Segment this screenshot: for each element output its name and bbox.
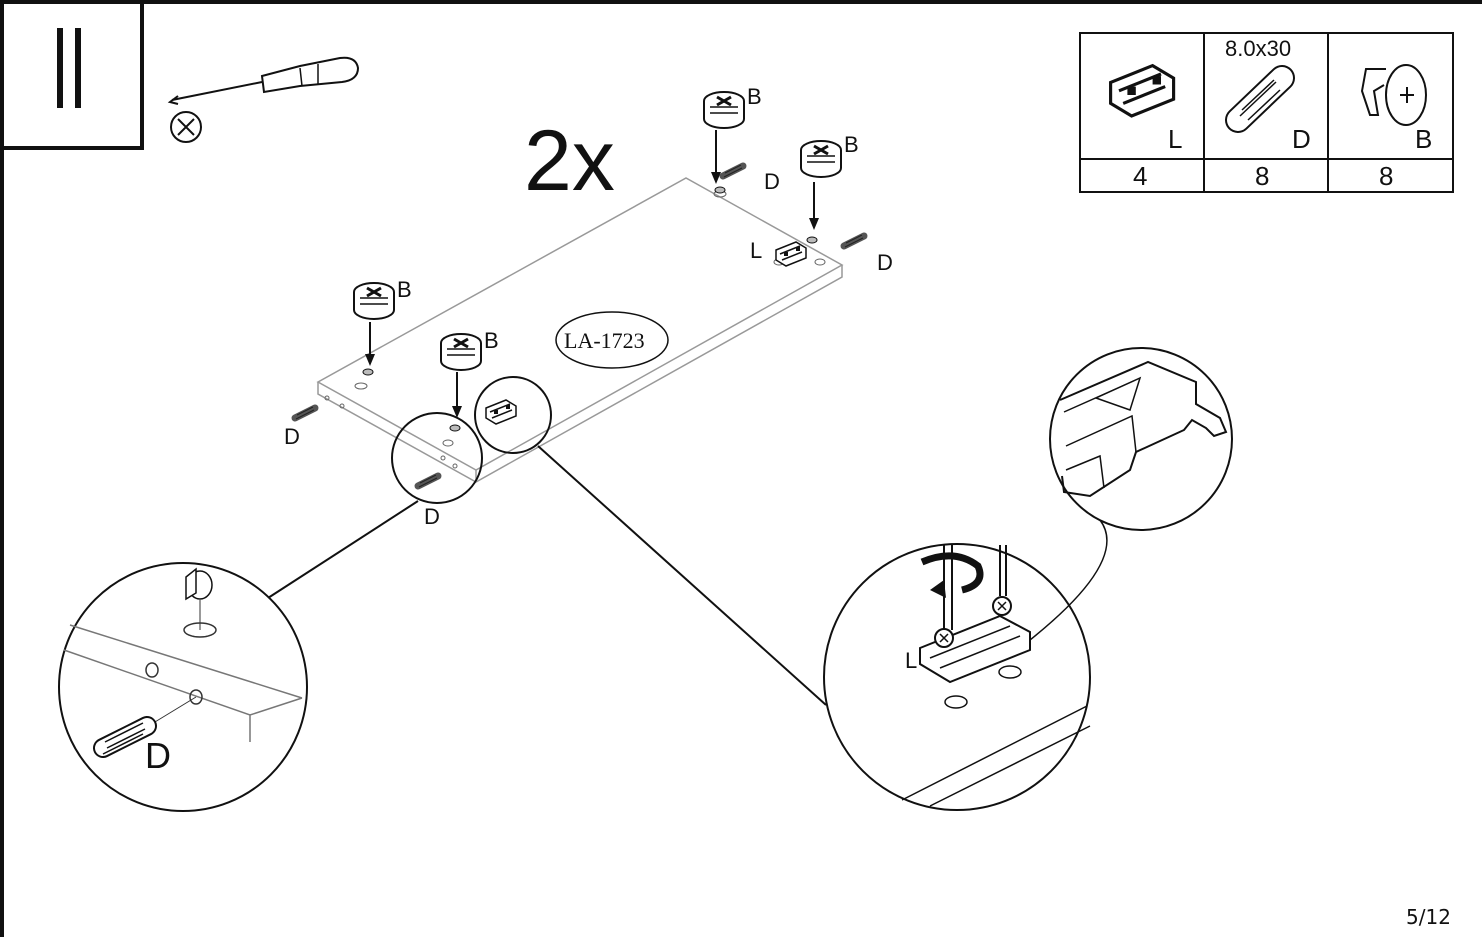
detail-label-d: D	[145, 735, 171, 776]
phillips-screwdriver-icon	[167, 56, 360, 143]
label-d-3: D	[284, 424, 300, 449]
label-d-1: D	[764, 169, 780, 194]
part-qty-d: 8	[1255, 161, 1269, 191]
step-number	[57, 28, 81, 108]
label-b-1: B	[747, 84, 762, 109]
cam-lock-4	[439, 332, 483, 432]
part-qty-b: 8	[1379, 161, 1393, 191]
dowel-2	[844, 235, 864, 247]
cam-lock-icon	[1360, 64, 1427, 126]
dowel-1	[723, 165, 743, 177]
label-b-3: B	[397, 277, 412, 302]
cam-lock-3	[352, 281, 396, 376]
cam-lock-1	[702, 90, 746, 194]
rotate-arrow-icon	[920, 552, 984, 594]
wooden-dowel-icon	[1225, 65, 1295, 133]
part-letter-l: L	[1168, 124, 1182, 154]
dowel-4	[418, 475, 438, 487]
callout-circle-hinge	[474, 376, 552, 454]
detail-dowel-insertion	[58, 562, 308, 812]
cam-lock-2	[799, 139, 843, 244]
part-letter-d: D	[1292, 124, 1311, 154]
label-d-4: D	[424, 504, 440, 529]
step-box: II	[2, 2, 144, 150]
dowel-size-label: 8.0x30	[1225, 36, 1291, 61]
part-qty-l: 4	[1133, 161, 1147, 191]
part-letter-b: B	[1415, 124, 1432, 154]
detail-label-l: L	[905, 648, 917, 673]
triangle-marker-icon	[1093, 376, 1142, 411]
label-d-2: D	[877, 250, 893, 275]
label-b-2: B	[844, 132, 859, 157]
panel-code-badge	[555, 311, 669, 369]
quantity-label: 2x	[524, 113, 615, 209]
panel-code: LA-1723	[564, 328, 645, 353]
parts-table: L 8.0x30 D B 4 8 8	[1079, 32, 1454, 193]
detail-hinge-profile	[1029, 347, 1233, 641]
dowel-3	[295, 407, 315, 419]
callout-circle-dowel	[391, 412, 483, 504]
page-number: 5/12	[1406, 905, 1451, 929]
label-b-4: B	[484, 328, 499, 353]
shelf-panel: LA-1723	[316, 177, 844, 483]
detail-hinge-mounting	[823, 543, 1091, 811]
label-l-1: L	[750, 238, 762, 263]
